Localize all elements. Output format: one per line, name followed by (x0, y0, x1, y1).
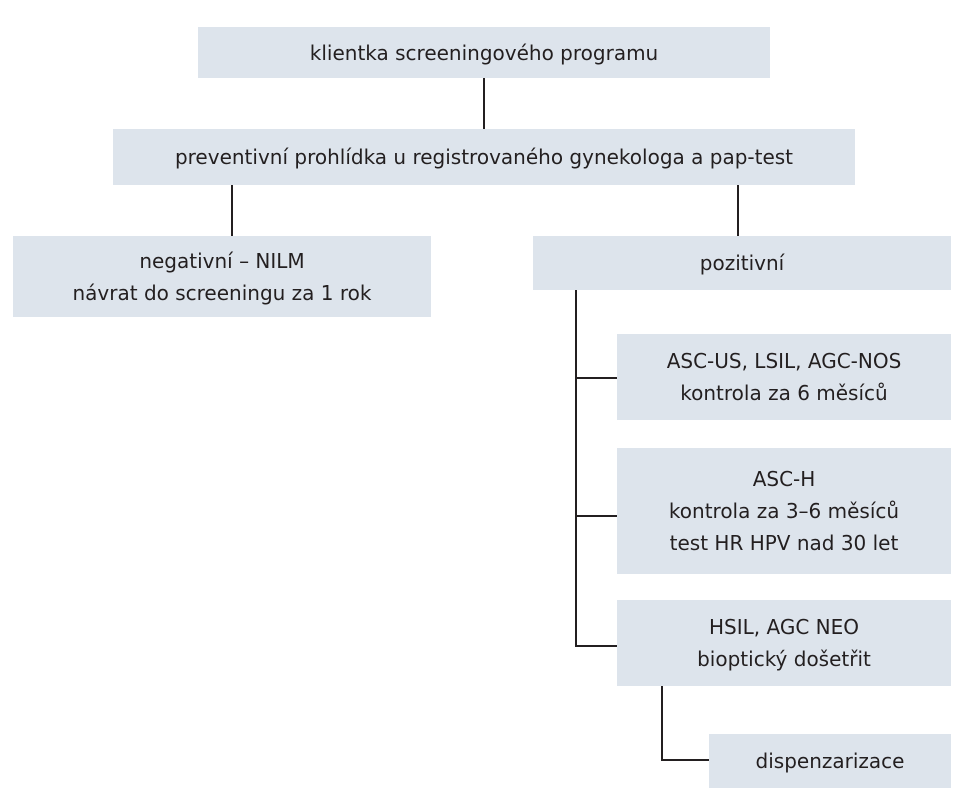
node-dispenzarizace-text-1: dispenzarizace (755, 749, 905, 773)
node-hsil-agc-text-1: HSIL, AGC NEO (709, 615, 859, 639)
node-negative-text-2: návrat do screeningu za 1 rok (72, 280, 372, 305)
node-ascus-lsil-text-1: ASC-US, LSIL, AGC-NOS (666, 349, 902, 373)
connector-exam-negative (231, 185, 233, 236)
node-dispenzarizace: dispenzarizace (709, 734, 951, 788)
connector-exam-positive (737, 185, 739, 236)
node-negative: negativní – NILM návrat do screeningu za… (13, 236, 431, 317)
node-asc-h-text-2: kontrola za 3–6 měsíců (668, 499, 900, 523)
connector-branch-hsil (575, 645, 617, 647)
connector-positive-branch-trunk (575, 290, 577, 647)
node-hsil-agc: HSIL, AGC NEO bioptický došetřit (617, 600, 951, 686)
node-client: klientka screeningového programu (198, 27, 770, 78)
node-client-text-1: klientka screeningového programu (309, 40, 659, 65)
node-asc-h-text-3: test HR HPV nad 30 let (669, 531, 899, 555)
node-preventive-exam-text-1: preventivní prohlídka u registrovaného g… (174, 145, 794, 169)
node-preventive-exam: preventivní prohlídka u registrovaného g… (113, 129, 855, 185)
node-hsil-agc-text-2: bioptický došetřit (697, 647, 871, 671)
connector-client-exam (483, 78, 485, 129)
connector-branch-asch (575, 515, 617, 517)
connector-hsil-dispenzarizace (661, 759, 709, 761)
connector-hsil-trunk (661, 686, 663, 761)
node-positive: pozitivní (533, 236, 951, 290)
node-asc-h: ASC-H kontrola za 3–6 měsíců test HR HPV… (617, 448, 951, 574)
node-asc-h-text-1: ASC-H (752, 467, 816, 491)
node-negative-text-1: negativní – NILM (139, 248, 305, 273)
node-ascus-lsil: ASC-US, LSIL, AGC-NOS kontrola za 6 měsí… (617, 334, 951, 420)
connector-branch-ascus (575, 377, 617, 379)
node-positive-text-1: pozitivní (699, 251, 785, 275)
node-ascus-lsil-text-2: kontrola za 6 měsíců (680, 381, 888, 405)
